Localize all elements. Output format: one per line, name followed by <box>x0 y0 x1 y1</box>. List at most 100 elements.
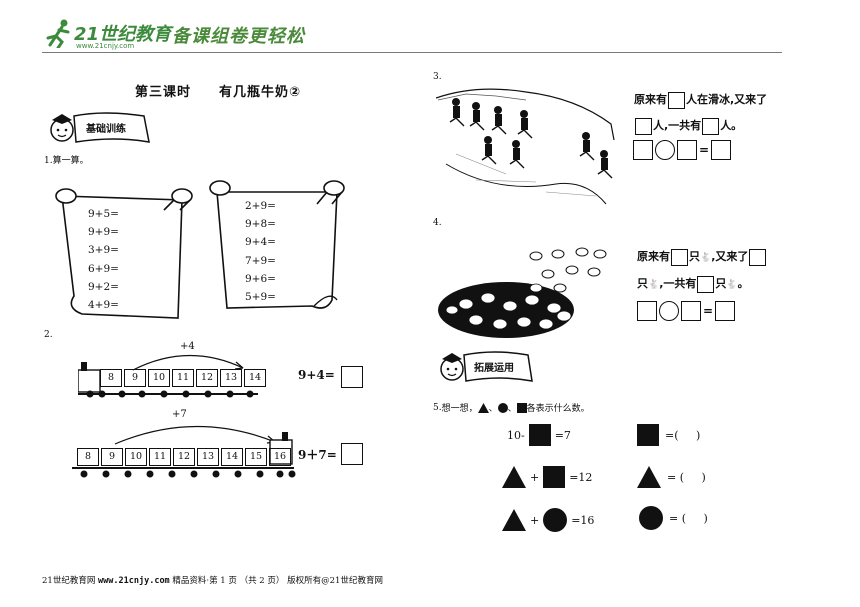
train-car: 12 <box>173 448 195 466</box>
skating-picture <box>436 88 615 205</box>
q4-eq-operator-circle[interactable] <box>659 301 679 321</box>
rabbit-icon: 🐇 <box>726 280 738 290</box>
q3-line-1: 原来有人在滑冰,又来了 <box>634 87 767 113</box>
q3-eq-result-box[interactable] <box>711 140 732 160</box>
lesson-topic: 有几瓶牛奶② <box>219 85 302 100</box>
section-basic-label: 基础训练 <box>86 124 126 135</box>
train-1-answer-box[interactable] <box>341 366 363 388</box>
basic-training-badge: 基础训练 <box>44 108 154 148</box>
equals-sign: = <box>703 304 714 318</box>
q4-eq-box-1[interactable] <box>637 301 657 321</box>
q1-left-item: 9+2= <box>88 280 119 293</box>
q4-blank-came[interactable] <box>749 248 767 266</box>
footer-page-info: 精品资料·第 1 页 （共 2 页） 版权所有@21世纪教育网 <box>172 576 383 586</box>
q3-eq-box-1[interactable] <box>633 140 653 160</box>
q4-blank-original[interactable] <box>671 248 688 266</box>
q1-left-item: 6+9= <box>88 262 119 275</box>
q3-blank-came[interactable] <box>635 117 652 135</box>
rabbit-icon: 🐇 <box>700 253 712 263</box>
q1-right-item: 9+6= <box>245 272 276 285</box>
q4-heading: 4. <box>433 218 442 228</box>
footer-site-url[interactable]: www.21cnjy.com <box>98 576 170 586</box>
equals-sign: = <box>699 143 710 157</box>
q4-eq-result-box[interactable] <box>715 301 736 321</box>
q4-equation: = <box>637 301 736 321</box>
page-title: 第三课时有几瓶牛奶② <box>135 81 301 100</box>
train-2-wheels <box>80 470 296 478</box>
q3-equation: = <box>633 140 732 160</box>
q5-answer-square[interactable]: =( ) <box>637 424 700 446</box>
brand-name: 21世纪教育 <box>74 24 172 45</box>
train-car: 10 <box>148 369 170 387</box>
brand-url: www.21cnjy.com <box>76 42 135 50</box>
page-footer: 21世纪教育网 www.21cnjy.com 精品资料·第 1 页 （共 2 页… <box>42 574 383 586</box>
train-car: 9 <box>124 369 146 387</box>
book-banner-icon <box>440 351 533 382</box>
q3-blank-original[interactable] <box>668 91 685 109</box>
q4-eq-box-2[interactable] <box>681 301 701 321</box>
train-2-cars: 8 9 10 11 12 13 14 15 16 <box>77 448 291 466</box>
train-car: 14 <box>244 369 266 387</box>
train-1-arc-label: +4 <box>180 341 195 352</box>
q3-sentence: 原来有人在滑冰,又来了 人,一共有人。 <box>634 87 767 139</box>
q1-right-item: 7+9= <box>245 254 276 267</box>
train-car: 13 <box>220 369 242 387</box>
train-car: 8 <box>100 369 122 387</box>
train-car: 12 <box>196 369 218 387</box>
train-car: 11 <box>149 448 171 466</box>
train-car: 10 <box>125 448 147 466</box>
train-car: 14 <box>221 448 243 466</box>
train-1-wheels <box>86 390 254 398</box>
scroll-frames <box>55 180 345 319</box>
q4-line-2: 只🐇,一共有只🐇。 <box>637 271 767 298</box>
q4-blank-total[interactable] <box>697 275 715 293</box>
q5-equation-1: 10- =7 <box>507 424 571 446</box>
q3-blank-total[interactable] <box>702 117 720 135</box>
train-car: 16 <box>269 448 291 466</box>
circle-icon <box>543 508 568 532</box>
header-divider <box>42 52 782 53</box>
q1-left-list: 9+5= 9+9= 3+9= 6+9= 9+2= 4+9= <box>88 205 119 314</box>
triangle-icon <box>637 466 661 488</box>
q5-equation-3: + =16 <box>502 508 594 532</box>
train-1-cars: 8 9 10 11 12 13 14 <box>100 369 266 387</box>
train-car: 13 <box>197 448 219 466</box>
q3-line-2: 人,一共有人。 <box>634 113 767 139</box>
triangle-icon <box>502 466 526 488</box>
square-icon <box>543 466 566 488</box>
q1-right-item: 2+9= <box>245 200 276 212</box>
q1-left-item: 4+9= <box>88 299 119 312</box>
q1-right-list: 2+9= 9+8= 9+4= 7+9= 9+6= 5+9= <box>245 197 276 306</box>
triangle-icon <box>502 509 526 531</box>
q5-heading: 5.想一想， 、 、 各表示什么数。 <box>433 402 590 414</box>
train-car: 9 <box>101 448 123 466</box>
header-logo: 21世纪教育 www.21cnjy.com 备课组卷更轻松 <box>42 18 322 52</box>
train-car: 8 <box>77 448 99 466</box>
q2-heading: 2. <box>44 330 53 340</box>
book-banner-icon <box>50 112 150 143</box>
rabbit-icon: 🐇 <box>648 280 660 290</box>
train-2-answer-box[interactable] <box>341 443 363 465</box>
q1-right-item: 9+4= <box>245 236 276 249</box>
q5-answer-triangle[interactable]: = ( ) <box>637 466 706 488</box>
train-car: 15 <box>245 448 267 466</box>
footer-site-name: 21世纪教育网 <box>42 576 96 586</box>
train-2-arc-label: +7 <box>172 409 187 420</box>
q3-eq-operator-circle[interactable] <box>655 140 675 160</box>
q4-sentence: 原来有只🐇,又来了 只🐇,一共有只🐇。 <box>637 244 767 298</box>
q3-eq-box-2[interactable] <box>677 140 697 160</box>
runner-logo-icon <box>46 19 70 48</box>
extend-badge: 拓展运用 <box>434 347 534 387</box>
square-icon <box>516 402 527 413</box>
slogan: 备课组卷更轻松 <box>172 26 305 47</box>
square-icon <box>528 424 551 446</box>
q5-answer-circle[interactable]: = ( ) <box>639 506 708 530</box>
circle-icon <box>497 402 508 413</box>
q4-line-1: 原来有只🐇,又来了 <box>637 244 767 271</box>
triangle-icon <box>477 402 489 413</box>
q1-left-item: 9+9= <box>88 226 119 239</box>
train-2-equation: 9＋7= <box>298 448 337 462</box>
q1-right-item: 5+9= <box>245 291 276 304</box>
circle-icon <box>639 506 663 530</box>
q3-heading: 3. <box>433 72 442 82</box>
